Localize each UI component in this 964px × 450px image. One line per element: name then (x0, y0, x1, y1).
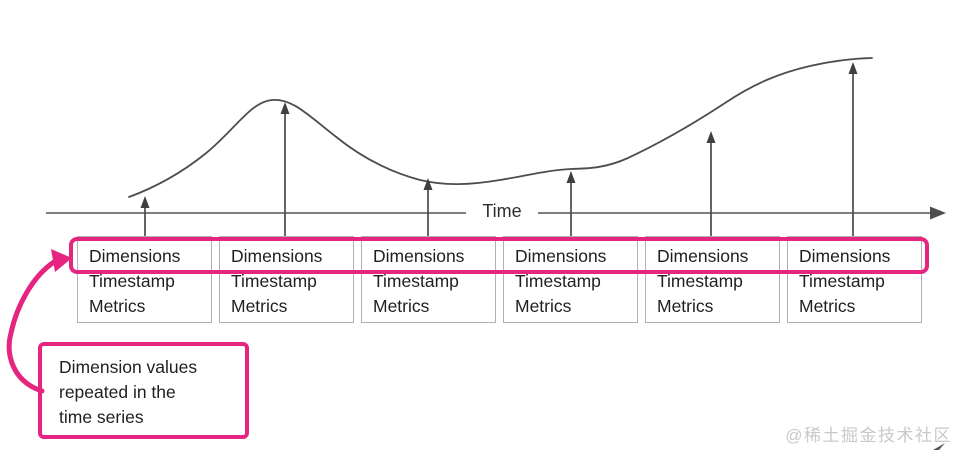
dimensions-highlight-band (69, 237, 929, 274)
timestamp-field: Timestamp (657, 271, 743, 291)
callout-line: repeated in the (59, 382, 176, 402)
time-axis-arrowhead-icon (930, 206, 946, 220)
metrics-field: Metrics (373, 296, 430, 316)
sample-arrow (706, 131, 716, 236)
metrics-field: Metrics (89, 296, 146, 316)
dimensions-field: Dimensions (373, 246, 465, 266)
dimensions-field: Dimensions (231, 246, 323, 266)
record-card: Dimensions Timestamp Metrics (787, 236, 922, 323)
timestamp-field: Timestamp (799, 271, 885, 291)
dimensions-field: Dimensions (799, 246, 891, 266)
record-card: Dimensions Timestamp Metrics (503, 236, 638, 323)
metrics-field: Metrics (799, 296, 856, 316)
metrics-field: Metrics (657, 296, 714, 316)
dimensions-field: Dimensions (89, 246, 181, 266)
sample-arrow (423, 178, 433, 236)
metrics-field: Metrics (231, 296, 288, 316)
sample-arrow (280, 102, 290, 236)
record-card: Dimensions Timestamp Metrics (361, 236, 496, 323)
timestamp-field: Timestamp (373, 271, 459, 291)
timestamp-field: Timestamp (515, 271, 601, 291)
record-card: Dimensions Timestamp Metrics (645, 236, 780, 323)
callout-line: Dimension values (59, 357, 198, 377)
callout-box: Dimension values repeated in the time se… (38, 342, 249, 439)
metrics-field: Metrics (515, 296, 572, 316)
record-card: Dimensions Timestamp Metrics (77, 236, 212, 323)
callout-line: time series (59, 407, 144, 427)
dimensions-field: Dimensions (515, 246, 607, 266)
sample-arrow (848, 62, 858, 236)
timestamp-field: Timestamp (89, 271, 175, 291)
timestamp-field: Timestamp (231, 271, 317, 291)
watermark: @稀土掘金技术社区 (785, 426, 952, 445)
time-axis-label: Time (468, 201, 536, 222)
timeseries-curve (128, 57, 873, 198)
sample-arrow (566, 171, 576, 236)
dimensions-field: Dimensions (657, 246, 749, 266)
record-card: Dimensions Timestamp Metrics (219, 236, 354, 323)
sample-arrow (140, 196, 150, 236)
